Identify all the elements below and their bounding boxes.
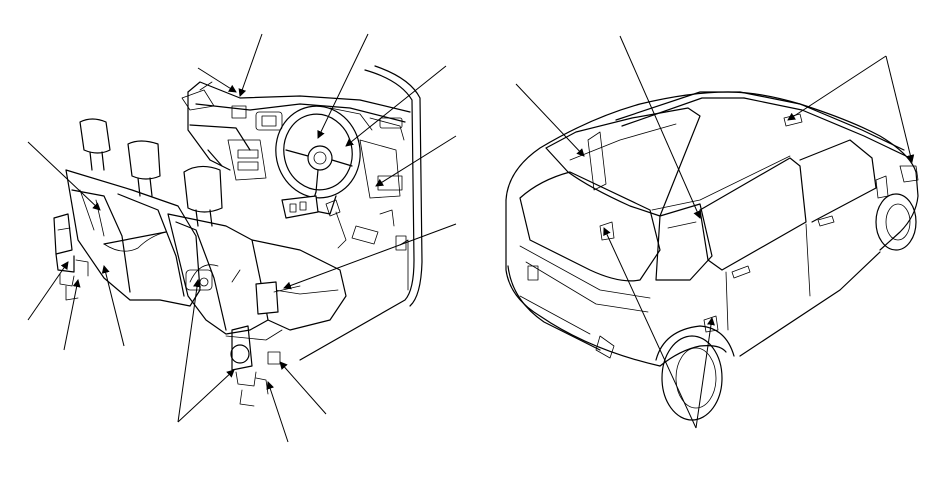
center-unit [281, 195, 395, 249]
callout-lines-left [27, 33, 457, 443]
callout-lines-right [515, 35, 915, 429]
vehicle-body [505, 91, 919, 421]
steering-wheel [275, 105, 361, 215]
exterior-panel [505, 35, 919, 429]
front-seat [167, 165, 347, 341]
rear-seat [65, 118, 201, 307]
dashboard [181, 81, 411, 199]
interior-panel [27, 33, 457, 443]
seat-belt-assemblies [53, 213, 281, 407]
